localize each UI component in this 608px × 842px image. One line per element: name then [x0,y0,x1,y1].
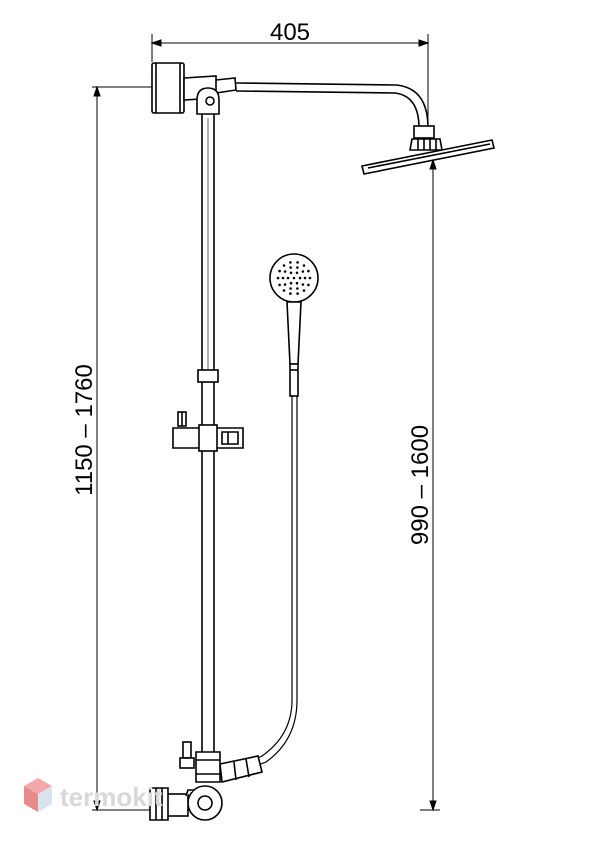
nozzle-dot [295,281,299,285]
riser-elbow [196,87,220,115]
nozzle-dot [283,283,287,286]
nozzle-dot [301,270,305,273]
nozzle-dot [282,289,286,292]
stop-collar [197,369,219,383]
nozzle-dot [302,264,306,267]
hand-shower-nozzles [276,261,312,295]
nozzle-dot [289,261,292,264]
nozzle-dot [307,283,310,287]
nozzle-dot [296,287,299,290]
nozzle-dot [301,283,305,286]
nozzle-dot [289,281,293,285]
nozzle-dot [296,266,299,269]
nozzle-dot [292,276,296,280]
nozzle-dot [307,269,310,273]
nozzle-dot [282,264,286,267]
nozzle-dot [296,261,299,264]
total-height-dimension [92,85,160,812]
termokit-logo: termokit [24,778,163,812]
nozzle-dot [303,276,307,280]
nozzle-dot [298,276,302,280]
total-height-label: 1150 – 1760 [71,364,98,496]
hand-shower-holder [172,411,244,452]
nozzle-dot [289,271,293,275]
head-height-label: 990 – 1600 [407,425,434,545]
head-height-dimension [420,158,440,812]
rain-shower-head [361,138,495,175]
nozzle-dot [302,289,306,292]
nozzle-dot [276,276,280,280]
nozzle-dot [295,271,299,275]
diverter-valve [179,741,221,783]
watermark-text: termokit [60,782,163,812]
shower-hose [239,396,298,772]
nozzle-dot [278,283,281,287]
nozzle-dot [289,287,292,290]
hose-connector [219,755,263,783]
overhead-arm [215,77,435,139]
nozzle-dot [289,292,292,295]
nozzle-dot [278,269,281,273]
nozzle-dot [289,266,292,269]
width-dimension-label: 405 [270,19,310,46]
nozzle-dot [296,292,299,295]
wall-bracket-top [151,62,217,114]
nozzle-dot [283,270,287,273]
hand-shower [269,253,319,397]
nozzle-dot [281,276,285,280]
nozzle-dot [286,276,290,280]
cube-icon [24,778,52,812]
bottom-mixer [149,785,223,821]
nozzle-dot [308,276,312,280]
